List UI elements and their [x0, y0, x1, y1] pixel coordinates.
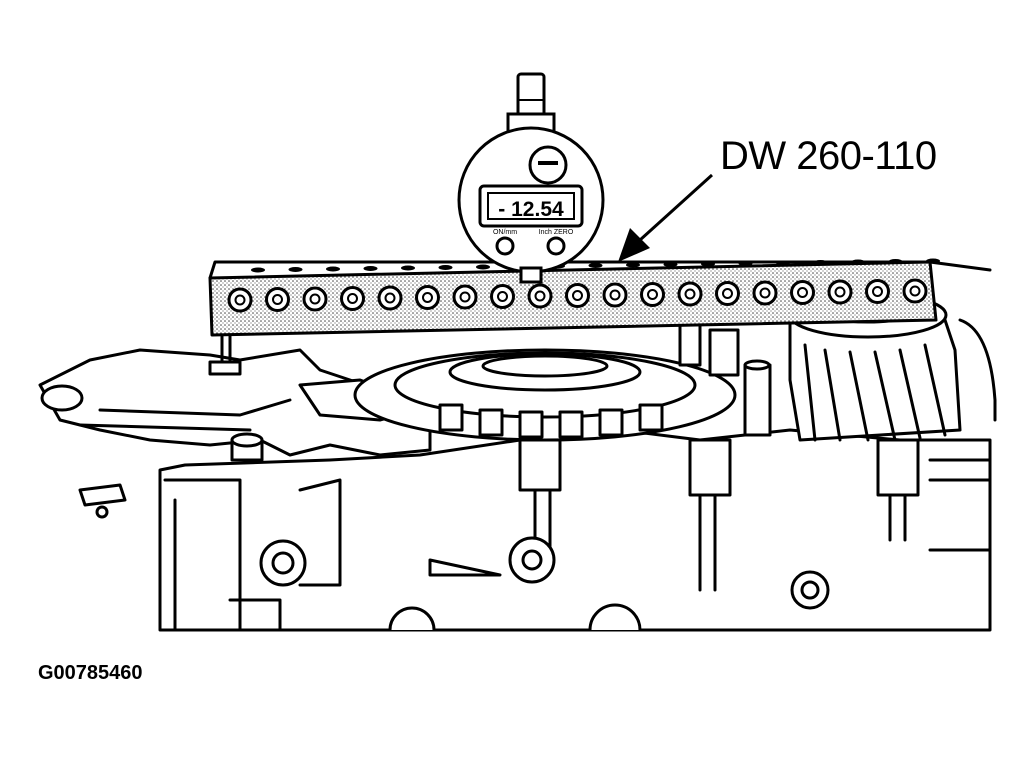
dial-indicator-icon: [457, 72, 605, 284]
bar-top-slot: [251, 267, 265, 273]
housing-case: [158, 428, 992, 632]
bar-hole-inner: [272, 294, 283, 305]
shift-posts: [678, 318, 772, 437]
bar-hole-inner: [797, 287, 808, 298]
bar-hole-inner: [459, 291, 471, 303]
bar-hole-inner: [909, 285, 921, 297]
bar-hole-inner: [422, 292, 433, 303]
bar-hole-inner: [834, 286, 846, 298]
bar-top-slot: [738, 261, 753, 266]
bar-top-slot: [701, 261, 715, 267]
bar-hole-inner: [572, 290, 583, 301]
bar-hole-inner: [759, 287, 771, 299]
bar-top-slot: [326, 266, 340, 272]
bar-top-slot: [813, 260, 828, 265]
bar-hole-inner: [684, 288, 696, 300]
bar-hole-inner: [497, 291, 508, 302]
bar-top-slot: [401, 265, 415, 271]
bar-top-slot: [663, 262, 678, 267]
bar-top-slot: [476, 264, 490, 270]
tool-callout-label: DW 260-110: [720, 134, 937, 178]
bar-top-slot: [851, 259, 865, 265]
bar-hole-inner: [309, 293, 321, 305]
bar-top-slot: [363, 266, 378, 271]
bar-top-slot: [438, 265, 453, 270]
bar-top-slot: [888, 259, 903, 264]
bar-hole-inner: [534, 290, 546, 302]
bar-hole-inner: [722, 288, 733, 299]
bar-hole-inner: [609, 289, 621, 301]
bar-top-slot: [288, 267, 303, 272]
gauge-button-right-label: Inch ZERO: [539, 229, 574, 236]
arrow-pointer-icon: [618, 173, 714, 262]
bar-hole-inner: [234, 294, 246, 306]
bar-hole-inner: [872, 286, 883, 297]
bearing-race: [353, 348, 737, 442]
bar-hole-inner: [347, 293, 358, 304]
gauge-reading: - 12.54: [498, 198, 564, 221]
bar-top-slot: [626, 262, 640, 268]
bar-holes: [227, 258, 940, 313]
gauge-button-left-label: ON/mm: [493, 229, 517, 236]
bar-hole-inner: [384, 292, 396, 304]
figure-id: G00785460: [38, 662, 143, 684]
bar-top-slot: [776, 260, 790, 266]
bar-top-slot: [926, 258, 940, 264]
bar-top-slot: [588, 263, 603, 268]
bar-hole-inner: [647, 289, 658, 300]
